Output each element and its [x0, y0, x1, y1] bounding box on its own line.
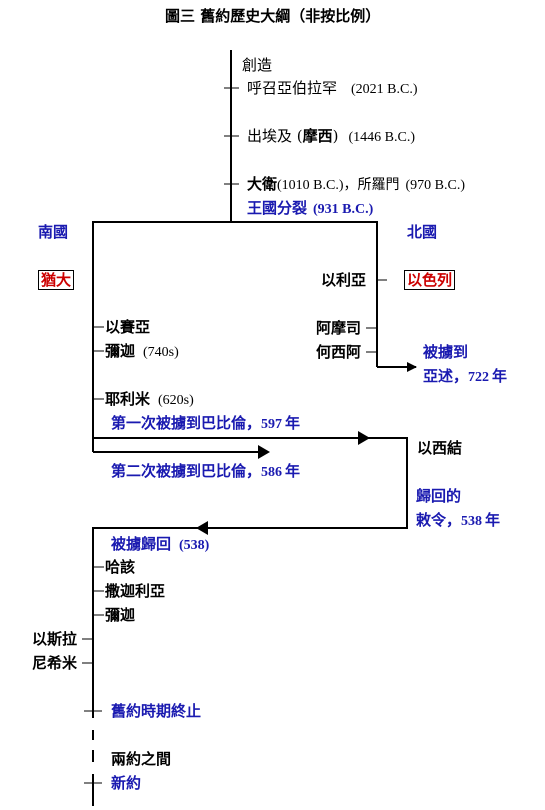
event-exodus-date: (1446 B.C.)	[348, 130, 416, 145]
assyria-captivity-text: 亞述，	[423, 367, 469, 385]
prophet-malachi: 彌迦	[105, 606, 136, 624]
prophet-micah-name: 彌迦	[105, 342, 136, 360]
return-arrowhead	[196, 521, 208, 535]
event-exodus-post: )	[332, 127, 339, 145]
first-exile-text: 第一次被擄到巴比倫，	[111, 414, 262, 432]
prophet-zechariah: 撒迦利亞	[105, 582, 166, 600]
prophet-ezekiel: 以西結	[417, 439, 463, 457]
assyria-captivity-suffix: 年	[492, 367, 508, 385]
north-kingdom-label: 北國	[407, 223, 438, 241]
event-david: 大衛	[247, 175, 278, 193]
event-exodus: 出埃及 (摩西) (1446 B.C.)	[247, 127, 415, 147]
intertestamental-label: 兩約之間	[111, 750, 172, 768]
return-label-date: (538)	[179, 538, 210, 553]
event-david-solomon: 大衛(1010 B.C.)，所羅門 (970 B.C.)	[247, 175, 465, 195]
south-kingdom-judah: 猶大	[38, 270, 75, 290]
prophet-isaiah: 以賽亞	[105, 318, 151, 336]
event-abraham-date: (2021 B.C.)	[351, 82, 418, 97]
second-exile-text: 第二次被擄到巴比倫，	[111, 462, 262, 480]
event-moses: 摩西	[302, 127, 333, 145]
return-decree-line1: 歸回的	[416, 487, 462, 505]
second-exile-arrowhead	[258, 445, 270, 459]
ot-period-end: 舊約時期終止	[111, 702, 202, 720]
return-decree-text: 敕令，	[416, 511, 462, 529]
assyria-captivity-line1: 被擄到	[423, 343, 469, 361]
assyria-captivity-year: 722	[468, 370, 490, 385]
prophet-micah-date: (740s)	[143, 345, 179, 360]
prophet-jeremiah-name: 耶利米	[105, 390, 151, 408]
event-division-label: 王國分裂	[247, 199, 308, 217]
leader-nehemiah: 尼希米	[32, 654, 78, 672]
event-solomon-date: (970 B.C.)	[405, 178, 466, 193]
prophet-micah: 彌迦 (740s)	[105, 342, 179, 362]
event-david-date: (1010 B.C.)，所羅門	[277, 178, 400, 193]
event-abraham: 呼召亞伯拉罕 (2021 B.C.)	[247, 79, 418, 99]
page-title: 圖三 舊約歷史大綱（非按比例）	[165, 7, 381, 25]
event-division-date: (931 B.C.)	[313, 202, 374, 217]
prophet-amos: 阿摩司	[316, 319, 362, 337]
event-exodus-pre: 出埃及 (	[247, 127, 303, 145]
prophet-jeremiah: 耶利米 (620s)	[105, 390, 194, 410]
prophet-hosea: 何西阿	[316, 343, 362, 361]
prophet-elijah: 以利亞	[321, 271, 367, 289]
return-label: 被擄歸回 (538)	[111, 535, 209, 555]
leader-ezra: 以斯拉	[32, 630, 78, 648]
prophet-haggai: 哈該	[105, 558, 136, 576]
event-division: 王國分裂 (931 B.C.)	[247, 199, 373, 219]
event-creation: 創造	[242, 56, 273, 74]
second-exile-year: 586	[261, 465, 283, 480]
north-kingdom-israel: 以色列	[404, 270, 456, 290]
return-label-text: 被擄歸回	[111, 535, 172, 553]
first-exile-suffix: 年	[285, 414, 301, 432]
prophet-jeremiah-date: (620s)	[158, 393, 194, 408]
return-decree-suffix: 年	[485, 511, 501, 529]
first-exile-year: 597	[261, 417, 283, 432]
south-kingdom-label: 南國	[38, 223, 69, 241]
second-exile-suffix: 年	[285, 462, 301, 480]
return-decree-year: 538	[461, 514, 483, 529]
first-exile-arrowhead	[358, 431, 370, 445]
event-abraham-label: 呼召亞伯拉罕	[247, 79, 338, 97]
new-testament-label: 新約	[111, 774, 142, 792]
